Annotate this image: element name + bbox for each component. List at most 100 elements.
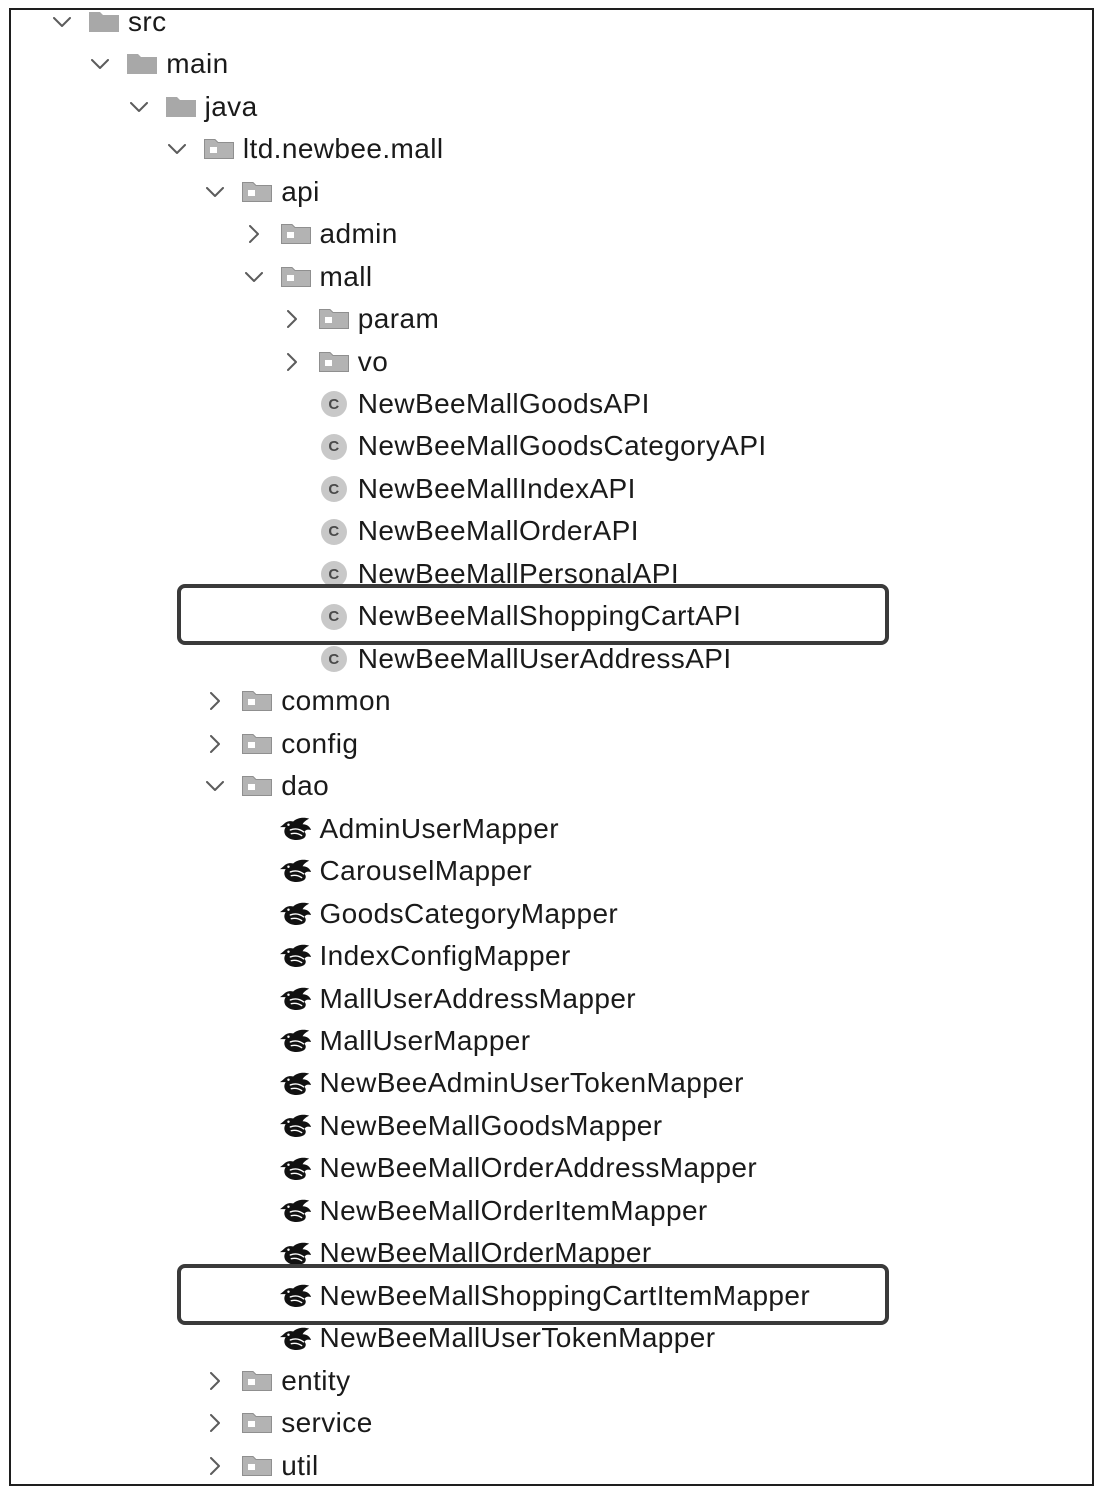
tree-row-entity[interactable]: entity — [0, 1360, 1102, 1402]
chevron-slot — [244, 1031, 264, 1051]
tree-row-service[interactable]: service — [0, 1402, 1102, 1444]
tree-row-newbeemallorderaddressmapper[interactable]: NewBeeMallOrderAddressMapper — [0, 1147, 1102, 1189]
chevron-down-icon[interactable] — [90, 54, 110, 74]
tree-row-newbeemallgoodsapi[interactable]: C NewBeeMallGoodsAPI — [0, 383, 1102, 425]
tree-row-ltd-newbee-mall[interactable]: ltd.newbee.mall — [0, 128, 1102, 170]
tree-row-admin[interactable]: admin — [0, 213, 1102, 255]
tree-row-mallusermapper[interactable]: MallUserMapper — [0, 1020, 1102, 1062]
tree-row-indexconfigmapper[interactable]: IndexConfigMapper — [0, 935, 1102, 977]
chevron-down-icon[interactable] — [52, 12, 72, 32]
chevron-down-icon[interactable] — [205, 182, 225, 202]
chevron-right-icon[interactable] — [244, 224, 264, 244]
chevron-slot — [244, 989, 264, 1009]
tree-row-mall[interactable]: mall — [0, 256, 1102, 298]
indent-spacer — [0, 191, 205, 192]
chevron-right-icon[interactable] — [205, 1456, 225, 1476]
mybatis-mapper-icon — [279, 814, 312, 844]
indent-spacer — [0, 1083, 244, 1084]
mybatis-mapper-icon — [279, 1239, 312, 1269]
chevron-slot — [244, 946, 264, 966]
mybatis-mapper-icon — [279, 1111, 312, 1141]
indent-spacer — [0, 531, 282, 532]
indent-spacer — [0, 361, 282, 362]
tree-row-main[interactable]: main — [0, 43, 1102, 85]
indent-spacer — [0, 574, 282, 575]
tree-row-common[interactable]: common — [0, 680, 1102, 722]
tree-item-label: NewBeeMallOrderAddressMapper — [319, 1152, 758, 1184]
chevron-slot — [244, 1244, 264, 1264]
tree-row-carouselmapper[interactable]: CarouselMapper — [0, 850, 1102, 892]
package-icon — [203, 134, 235, 164]
chevron-right-icon[interactable] — [205, 734, 225, 754]
package-icon — [318, 304, 350, 334]
tree-row-vo[interactable]: vo — [0, 341, 1102, 383]
indent-spacer — [0, 1253, 244, 1254]
chevron-right-icon[interactable] — [205, 1413, 225, 1433]
package-icon — [241, 1408, 273, 1438]
chevron-slot — [282, 394, 302, 414]
tree-row-newbeemallordermapper[interactable]: NewBeeMallOrderMapper — [0, 1232, 1102, 1274]
tree-item-label: NewBeeMallGoodsAPI — [357, 387, 650, 419]
tree-item-label: NewBeeMallGoodsCategoryAPI — [357, 430, 767, 462]
indent-spacer — [0, 446, 282, 447]
chevron-down-icon[interactable] — [167, 139, 187, 159]
indent-spacer — [0, 404, 282, 405]
tree-row-newbeemalluseraddressapi[interactable]: C NewBeeMallUserAddressAPI — [0, 638, 1102, 680]
tree-item-label: api — [281, 175, 320, 207]
chevron-right-icon[interactable] — [205, 1371, 225, 1391]
tree-row-src[interactable]: src — [0, 1, 1102, 43]
mybatis-mapper-icon — [279, 1324, 312, 1354]
tree-row-java[interactable]: java — [0, 86, 1102, 128]
indent-spacer — [0, 871, 244, 872]
chevron-down-icon[interactable] — [129, 97, 149, 117]
package-icon — [241, 1451, 273, 1481]
chevron-slot — [244, 904, 264, 924]
tree-row-malluseraddressmapper[interactable]: MallUserAddressMapper — [0, 978, 1102, 1020]
chevron-slot — [244, 1329, 264, 1349]
tree-row-newbeemallusertokenmapper[interactable]: NewBeeMallUserTokenMapper — [0, 1317, 1102, 1359]
tree-row-param[interactable]: param — [0, 298, 1102, 340]
chevron-slot — [244, 861, 264, 881]
class-icon-letter: C — [320, 561, 347, 588]
package-icon — [241, 686, 273, 716]
package-icon — [241, 1366, 273, 1396]
chevron-down-icon[interactable] — [244, 267, 264, 287]
chevron-right-icon[interactable] — [205, 691, 225, 711]
chevron-right-icon[interactable] — [282, 352, 302, 372]
tree-row-config[interactable]: config — [0, 723, 1102, 765]
chevron-right-icon[interactable] — [282, 309, 302, 329]
tree-row-newbeemallorderitemmapper[interactable]: NewBeeMallOrderItemMapper — [0, 1190, 1102, 1232]
tree-item-label: NewBeeMallPersonalAPI — [357, 557, 680, 589]
tree-item-label: NewBeeMallUserAddressAPI — [357, 642, 732, 674]
indent-spacer — [0, 828, 244, 829]
package-icon — [280, 262, 312, 292]
tree-item-label: NewBeeMallShoppingCartAPI — [357, 600, 742, 632]
tree-item-label: MallUserMapper — [319, 1025, 531, 1056]
chevron-slot — [244, 1201, 264, 1221]
chevron-slot — [282, 564, 302, 584]
indent-spacer — [0, 149, 167, 150]
tree-row-dao[interactable]: dao — [0, 765, 1102, 807]
class-icon-letter: C — [320, 391, 347, 418]
tree-row-api[interactable]: api — [0, 171, 1102, 213]
mybatis-mapper-icon — [279, 984, 312, 1014]
tree-row-newbeemallpersonalapi[interactable]: C NewBeeMallPersonalAPI — [0, 553, 1102, 595]
tree-row-adminusermapper[interactable]: AdminUserMapper — [0, 808, 1102, 850]
chevron-slot — [282, 607, 302, 627]
class-icon: C — [318, 389, 350, 419]
chevron-slot — [244, 1116, 264, 1136]
chevron-down-icon[interactable] — [205, 776, 225, 796]
tree-row-newbeeadminusertokenmapper[interactable]: NewBeeAdminUserTokenMapper — [0, 1062, 1102, 1104]
tree-item-label: common — [281, 685, 391, 717]
indent-spacer — [0, 1380, 205, 1381]
class-icon-letter: C — [320, 646, 347, 673]
tree-row-goodscategorymapper[interactable]: GoodsCategoryMapper — [0, 893, 1102, 935]
tree-row-newbeemallgoodsmapper[interactable]: NewBeeMallGoodsMapper — [0, 1105, 1102, 1147]
tree-row-util[interactable]: util — [0, 1445, 1102, 1487]
tree-row-newbeemallshoppingcartitemmapper[interactable]: NewBeeMallShoppingCartItemMapper — [0, 1263, 1102, 1326]
